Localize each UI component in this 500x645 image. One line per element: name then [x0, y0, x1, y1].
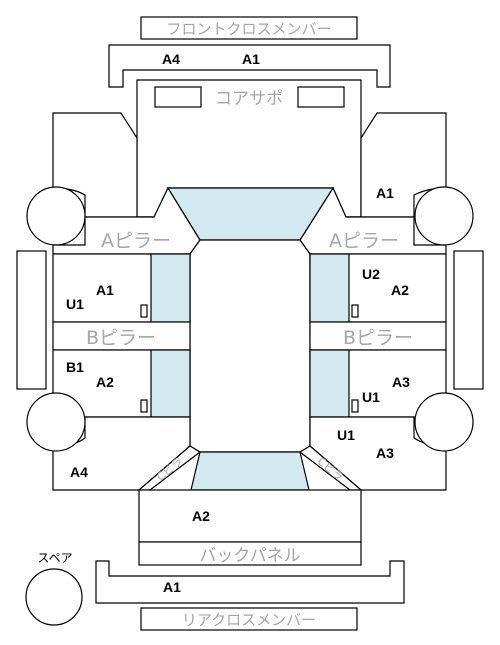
b-pillar-left[interactable]: Bピラー: [52, 321, 191, 351]
spare-tire-label: スペア: [37, 551, 72, 565]
a-pillar-left-label: Aピラー: [101, 230, 171, 252]
front-cross-member-label: フロントクロスメンバー: [166, 20, 331, 38]
back-panel[interactable]: バックパネル: [138, 541, 362, 566]
trunk-lid[interactable]: [138, 489, 362, 543]
right-front-door-code-u2: U2: [362, 266, 380, 282]
rear-cross-member[interactable]: リアクロスメンバー: [140, 607, 358, 631]
left-rear-door-code-b1: B1: [66, 359, 84, 375]
trunk-code-a2: A2: [192, 508, 210, 524]
right-rear-fender-code-a3: A3: [376, 445, 394, 461]
roof-panel[interactable]: [189, 239, 311, 453]
front-cross-member[interactable]: フロントクロスメンバー: [140, 16, 358, 40]
left-front-door-window: [150, 253, 191, 323]
right-front-door[interactable]: [309, 253, 447, 323]
left-rear-door-window: [150, 349, 191, 418]
core-support-right-slot: [297, 86, 345, 108]
rear-window[interactable]: [190, 451, 310, 491]
core-support[interactable]: コアサポ: [154, 86, 345, 109]
right-front-door-handle: [351, 304, 359, 318]
right-front-fender-code-a1: A1: [376, 185, 394, 201]
right-side-step[interactable]: [453, 250, 484, 390]
left-rear-fender-code-a4: A4: [70, 464, 88, 480]
back-panel-label: バックパネル: [199, 546, 300, 566]
b-pillar-left-label: Bピラー: [86, 327, 156, 349]
right-front-door-window: [309, 253, 350, 323]
front-left-wheel[interactable]: [26, 186, 86, 246]
rear-bumper-code-a1: A1: [163, 579, 181, 595]
rear-right-wheel[interactable]: [414, 392, 474, 452]
rear-left-wheel[interactable]: [26, 392, 86, 452]
front-right-wheel[interactable]: [414, 186, 474, 246]
right-rear-door-code-u1: U1: [362, 389, 380, 405]
left-front-door-handle: [140, 304, 148, 318]
left-front-door[interactable]: [52, 253, 191, 323]
spare-tire[interactable]: [25, 568, 83, 626]
core-support-label: コアサポ: [215, 89, 283, 109]
b-pillar-right[interactable]: Bピラー: [309, 321, 447, 351]
left-front-door-code-a1: A1: [96, 282, 114, 298]
front-bumper-code-a1: A1: [242, 51, 260, 67]
right-front-door-code-a2: A2: [391, 282, 409, 298]
rear-bumper[interactable]: [95, 560, 405, 604]
right-rear-door-window: [309, 349, 350, 418]
a-pillar-right[interactable]: Aピラー: [299, 186, 447, 255]
left-side-step[interactable]: [16, 250, 47, 390]
right-rear-door-handle: [351, 399, 359, 413]
left-rear-door-handle: [140, 399, 148, 413]
a-pillar-right-label: Aピラー: [329, 230, 399, 252]
rear-cross-member-label: リアクロスメンバー: [182, 611, 316, 629]
right-rear-fender-code-u1: U1: [337, 427, 355, 443]
front-bumper-code-a4: A4: [162, 51, 180, 67]
left-front-door-code-u1: U1: [66, 296, 84, 312]
left-rear-door-code-a2: A2: [96, 374, 114, 390]
right-rear-door-code-a3: A3: [392, 374, 410, 390]
b-pillar-right-label: Bピラー: [343, 327, 413, 349]
front-bumper[interactable]: [108, 44, 391, 88]
core-support-left-slot: [154, 86, 202, 108]
